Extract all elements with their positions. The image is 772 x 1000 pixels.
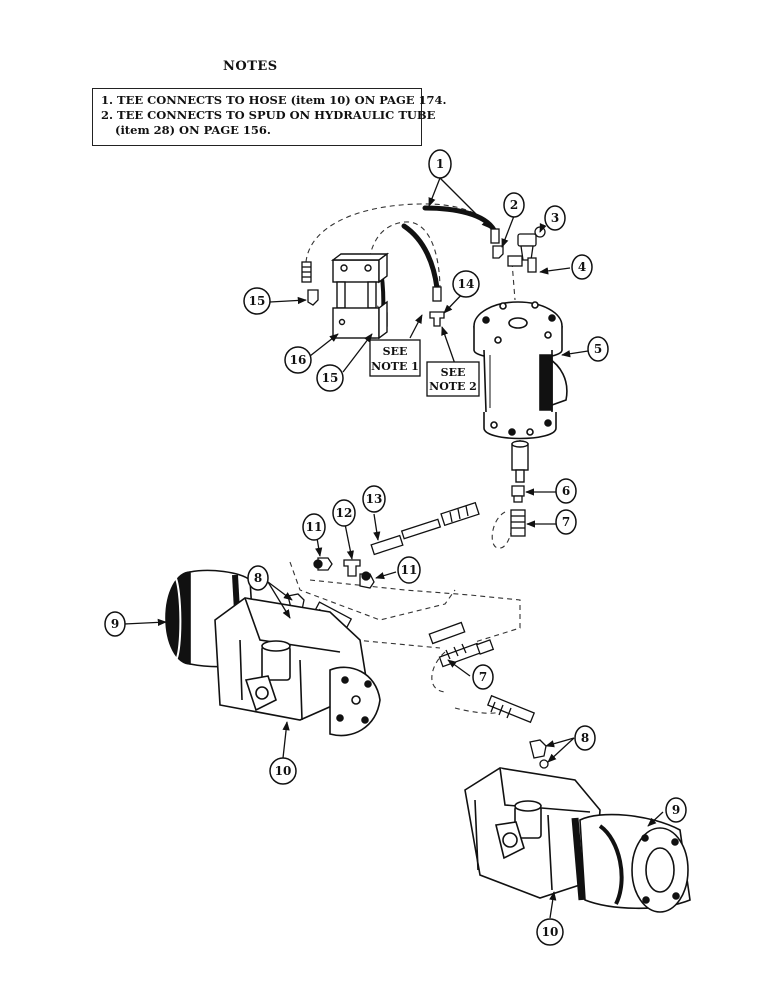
callout-14: 14 [452, 270, 480, 298]
svg-text:7: 7 [479, 670, 487, 684]
see-note-1-line2: NOTE 1 [371, 360, 419, 373]
tee-fitting-item-14 [429, 311, 445, 327]
callout-11-right: 11 [397, 556, 421, 584]
leader-lines [123, 177, 664, 919]
callout-10-left: 10 [269, 757, 297, 785]
elbow-fitting-item-8-right [529, 739, 549, 769]
svg-text:9: 9 [672, 803, 680, 817]
hydraulic-motor-item-5 [473, 301, 568, 440]
svg-text:10: 10 [542, 925, 559, 939]
note-2-continued: (item 28) ON PAGE 156. [115, 123, 271, 137]
svg-text:14: 14 [458, 277, 475, 291]
elbow-fitting-item-2 [492, 245, 504, 259]
svg-text:3: 3 [551, 211, 559, 225]
note-2: 2. TEE CONNECTS TO SPUD ON HYDRAULIC TUB… [101, 108, 436, 122]
callout-11-left: 11 [302, 513, 326, 541]
elbow-fitting-item-11-right [359, 571, 375, 589]
callout-8-left: 8 [247, 565, 269, 591]
see-note-1-line1: SEE [383, 345, 408, 358]
svg-text:15: 15 [249, 294, 266, 308]
valve-item-3 [507, 226, 546, 273]
svg-text:4: 4 [578, 260, 586, 274]
callout-13: 13 [362, 485, 386, 513]
svg-text:16: 16 [290, 353, 307, 367]
svg-text:11: 11 [401, 563, 418, 577]
elbow-fitting-item-15-top [307, 289, 319, 306]
hydraulic-pump-item-10-left [214, 597, 381, 737]
see-note-2-box: SEE NOTE 2 [426, 361, 480, 397]
note-1: 1. TEE CONNECTS TO HOSE (item 10) ON PAG… [101, 93, 447, 107]
callout-9-left: 9 [104, 611, 126, 637]
see-note-2-line1: SEE [441, 366, 466, 379]
svg-text:13: 13 [366, 492, 383, 506]
callout-6: 6 [555, 478, 577, 504]
callout-3: 3 [544, 205, 566, 231]
callout-10-right: 10 [536, 918, 564, 946]
svg-text:7: 7 [562, 515, 570, 529]
tee-fitting-item-12 [343, 559, 361, 577]
notes-title: NOTES [223, 59, 278, 74]
callout-7-lower: 7 [472, 664, 494, 690]
callouts: 1 2 3 4 5 6 7 14 15 16 15 11 12 13 11 8 … [104, 149, 687, 946]
see-note-1-box: SEE NOTE 1 [369, 339, 421, 377]
fitting-item-6 [511, 485, 525, 503]
svg-text:8: 8 [581, 731, 589, 745]
svg-text:12: 12 [336, 506, 353, 520]
svg-text:10: 10 [275, 764, 292, 778]
notes-box: 1. TEE CONNECTS TO HOSE (item 10) ON PAG… [92, 88, 447, 146]
callout-15-bottom: 15 [316, 364, 344, 392]
callout-1: 1 [428, 149, 452, 179]
hydraulic-pump-item-10-right [464, 767, 601, 899]
callout-7-upper: 7 [555, 509, 577, 535]
callout-4: 4 [571, 254, 593, 280]
callout-15-top: 15 [243, 287, 271, 315]
svg-text:5: 5 [594, 342, 602, 356]
elbow-fitting-item-11-left [313, 557, 333, 571]
callout-16: 16 [284, 346, 312, 374]
callout-9-right: 9 [665, 797, 687, 823]
svg-text:8: 8 [254, 571, 262, 585]
svg-text:1: 1 [436, 157, 444, 171]
fitting-item-13 [370, 501, 480, 556]
svg-text:2: 2 [510, 198, 518, 212]
callout-2: 2 [503, 192, 525, 218]
callout-12: 12 [332, 499, 356, 527]
valve-block-item-16 [330, 252, 390, 340]
svg-text:15: 15 [322, 371, 339, 385]
motor-shaft-coupling [511, 440, 529, 483]
callout-8-right: 8 [574, 725, 596, 751]
see-note-2-line2: NOTE 2 [429, 380, 477, 393]
svg-text:9: 9 [111, 617, 119, 631]
callout-5: 5 [587, 336, 609, 362]
fitting-item-7-upper [510, 509, 526, 537]
drive-motor-item-9-right [571, 813, 691, 913]
svg-text:6: 6 [562, 484, 570, 498]
svg-text:11: 11 [306, 520, 323, 534]
